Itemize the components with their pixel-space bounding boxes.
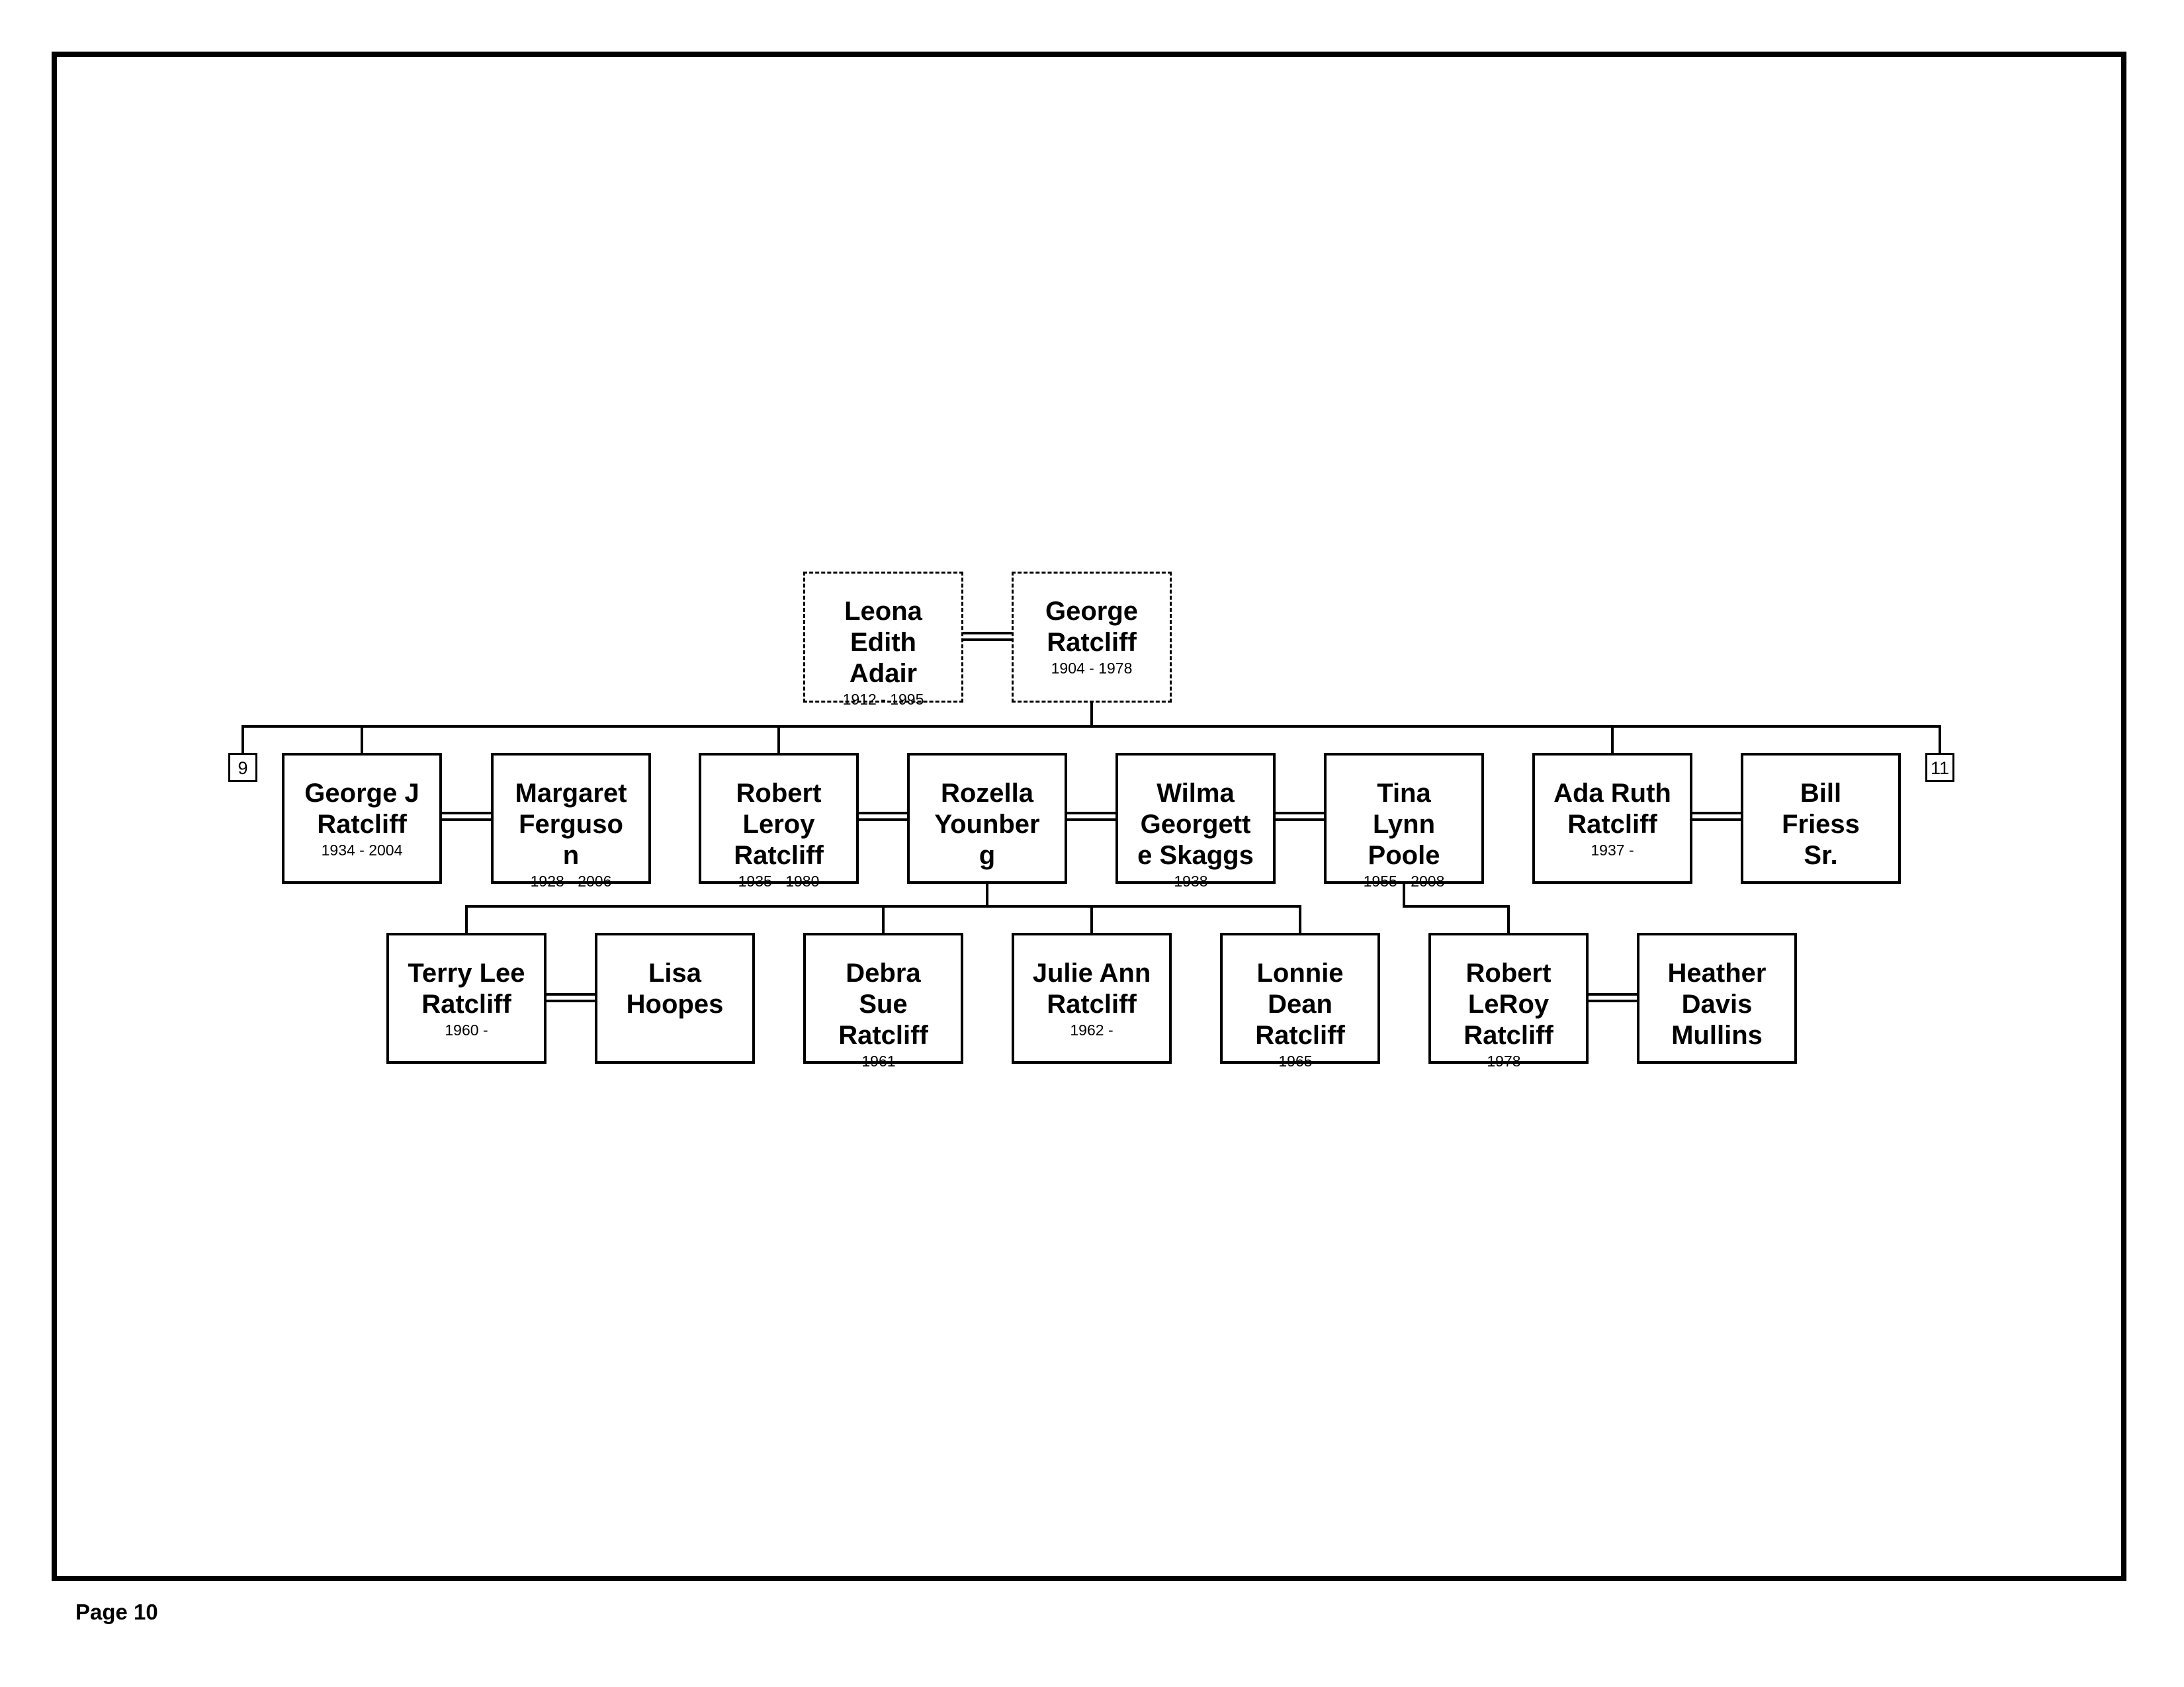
- person-name: Lonnie Dean Ratcliff: [1255, 959, 1345, 1050]
- person-box-george[interactable]: George Ratcliff 1904 - 1978: [1012, 572, 1172, 703]
- marriage-line: [546, 993, 597, 1002]
- marriage-line: [1067, 812, 1117, 821]
- connector-line: [777, 725, 780, 753]
- connector-line: [1403, 905, 1508, 908]
- connector-line: [241, 725, 1941, 728]
- person-box-lonnie[interactable]: Lonnie Dean Ratcliff 1965 -: [1220, 933, 1380, 1070]
- page-ref-9[interactable]: 9: [228, 753, 257, 782]
- person-dates: 1965 -: [1278, 1053, 1322, 1070]
- person-dates: 1955 - 2008: [1363, 873, 1445, 890]
- person-dates: 1935 - 1980: [738, 873, 820, 890]
- page-number-label: Page 10: [75, 1600, 158, 1624]
- person-name: Ada Ruth Ratcliff: [1553, 779, 1671, 839]
- person-name: Julie Ann Ratcliff: [1032, 959, 1151, 1019]
- person-box-wilma[interactable]: Wilma Georgett e Skaggs 1938 -: [1115, 753, 1276, 890]
- connector-line: [1299, 905, 1301, 933]
- person-box-george-j[interactable]: George J Ratcliff 1934 - 2004: [282, 753, 442, 884]
- person-box-margaret[interactable]: Margaret Ferguso n 1928 - 2006: [491, 753, 651, 890]
- connector-line: [241, 725, 244, 753]
- person-name: Wilma Georgett e Skaggs: [1137, 779, 1254, 870]
- connector-line: [1939, 725, 1941, 753]
- person-dates: 1904 - 1978: [1051, 660, 1133, 677]
- person-name: Terry Lee Ratcliff: [408, 959, 525, 1019]
- person-box-rozella[interactable]: Rozella Younber g: [907, 753, 1067, 884]
- marriage-line: [1276, 812, 1326, 821]
- person-box-ada[interactable]: Ada Ruth Ratcliff 1937 -: [1532, 753, 1692, 884]
- person-dates: 1928 - 2006: [530, 873, 612, 890]
- marriage-line: [859, 812, 909, 821]
- person-box-bill[interactable]: Bill Friess Sr.: [1741, 753, 1901, 884]
- person-box-terry[interactable]: Terry Lee Ratcliff 1960 -: [386, 933, 546, 1064]
- connector-line: [1090, 703, 1093, 728]
- person-box-tina[interactable]: Tina Lynn Poole 1955 - 2008: [1324, 753, 1484, 890]
- person-dates: 1960 -: [445, 1021, 488, 1039]
- person-name: Debra Sue Ratcliff: [838, 959, 928, 1050]
- marriage-line: [442, 812, 492, 821]
- person-dates: 1934 - 2004: [321, 842, 403, 859]
- person-dates: 1978 -: [1487, 1053, 1530, 1070]
- connector-line: [361, 725, 363, 753]
- person-box-lisa[interactable]: Lisa Hoopes: [595, 933, 755, 1064]
- person-name: Tina Lynn Poole: [1368, 779, 1440, 870]
- connector-line: [882, 905, 885, 933]
- marriage-line: [961, 632, 1012, 641]
- person-box-robert-leroy[interactable]: Robert Leroy Ratcliff 1935 - 1980: [699, 753, 859, 890]
- person-dates: 1912 - 1995: [842, 691, 924, 708]
- person-box-leona[interactable]: Leona Edith Adair 1912 - 1995: [803, 572, 963, 708]
- connector-line: [1403, 883, 1405, 908]
- connector-line: [1507, 905, 1510, 933]
- marriage-line: [1692, 812, 1743, 821]
- person-name: Bill Friess Sr.: [1782, 779, 1860, 870]
- connector-line: [465, 905, 468, 933]
- person-box-debra[interactable]: Debra Sue Ratcliff 1961 -: [803, 933, 963, 1070]
- person-name: George J Ratcliff: [304, 779, 419, 839]
- connector-line: [986, 883, 988, 908]
- person-name: Rozella Younber g: [934, 779, 1040, 870]
- person-name: George Ratcliff: [1045, 597, 1139, 657]
- person-name: Heather Davis Mullins: [1667, 959, 1767, 1050]
- connector-line: [1611, 725, 1614, 753]
- marriage-line: [1589, 993, 1639, 1002]
- person-name: Leona Edith Adair: [844, 597, 922, 688]
- page-frame: [52, 52, 2126, 1581]
- person-dates: 1937 -: [1591, 842, 1634, 859]
- person-dates: 1962 -: [1070, 1021, 1114, 1039]
- person-box-julie[interactable]: Julie Ann Ratcliff 1962 -: [1012, 933, 1172, 1064]
- person-name: Robert LeRoy Ratcliff: [1463, 959, 1553, 1050]
- person-name: Lisa Hoopes: [626, 959, 724, 1019]
- person-name: Robert Leroy Ratcliff: [734, 779, 824, 870]
- connector-line: [1090, 905, 1093, 933]
- person-box-heather[interactable]: Heather Davis Mullins: [1637, 933, 1797, 1064]
- person-dates: 1961 -: [861, 1053, 905, 1070]
- person-dates: 1938 -: [1174, 873, 1217, 890]
- page-ref-11[interactable]: 11: [1925, 753, 1954, 782]
- person-name: Margaret Ferguso n: [515, 779, 627, 870]
- person-box-robert-le-roy[interactable]: Robert LeRoy Ratcliff 1978 -: [1428, 933, 1589, 1070]
